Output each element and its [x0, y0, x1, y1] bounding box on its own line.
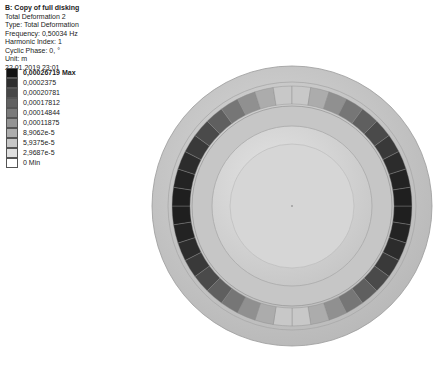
result-info: Harmonic Index: 1 [5, 38, 62, 47]
legend-swatch [6, 148, 18, 158]
blade-segment [173, 222, 195, 243]
legend-entry: 0,00014844 [6, 108, 126, 118]
legend-entry: 0,00020781 [6, 88, 126, 98]
blade-segment [172, 206, 191, 225]
result-info: Type: Total Deformation [5, 21, 79, 30]
legend-value: 0,00020781 [23, 89, 60, 97]
legend-swatch [6, 88, 18, 98]
hub-face [212, 126, 372, 286]
legend-entry: 8,9062e-5 [6, 128, 126, 138]
legend-value: 0,0002375 [23, 79, 56, 87]
legend-entry: 5,9375e-5 [6, 138, 126, 148]
legend-entry: 0,00017812 [6, 98, 126, 108]
legend-swatch [6, 138, 18, 148]
legend-value: 0,00014844 [23, 109, 60, 117]
outer-disk [152, 66, 432, 346]
result-info: Frequency: 0,50034 Hz [5, 30, 78, 39]
blade-segment [255, 87, 276, 109]
legend-value: 0,00011875 [23, 119, 59, 127]
legend-swatch [6, 68, 18, 78]
legend-swatch [6, 108, 18, 118]
legend-swatch [6, 78, 18, 88]
blade-segment [393, 187, 412, 206]
hub-ring [192, 106, 392, 306]
result-info: Cyclic Phase: 0, ° [5, 47, 60, 56]
blade-segment [389, 169, 411, 190]
legend-entry: 2,9687e-5 [6, 148, 126, 158]
center-point [291, 205, 293, 207]
legend-value: 0,00017812 [23, 99, 60, 107]
blade-segment [292, 86, 311, 105]
legend-entry: 0 Min [6, 158, 126, 168]
blade-segment [172, 187, 191, 206]
blade-segment [273, 307, 292, 326]
legend-value: 8,9062e-5 [23, 129, 55, 137]
hub-center [230, 144, 354, 268]
legend-value: 0 Min [23, 159, 40, 167]
result-info: Unit: m [5, 55, 27, 64]
legend-swatch [6, 118, 18, 128]
blade-segments [172, 86, 412, 326]
legend-entry: 0,00011875 [6, 118, 126, 128]
result-info: Total Deformation 2 [5, 13, 66, 22]
plot-title: B: Copy of full disking [5, 4, 79, 13]
legend-value: 2,9687e-5 [23, 149, 55, 157]
legend-swatch [6, 98, 18, 108]
legend-swatch [6, 128, 18, 138]
legend-value: 0,00026719 Max [23, 69, 76, 77]
blade-segment [308, 303, 329, 325]
legend-entry: 0,0002375 [6, 78, 126, 88]
blade-segment [292, 307, 311, 326]
outer-rim-ring [168, 82, 416, 330]
blade-segment [273, 86, 292, 105]
legend-entry: 0,00026719 Max [6, 68, 126, 78]
blade-segment [393, 206, 412, 225]
legend-swatch [6, 158, 18, 168]
legend-value: 5,9375e-5 [23, 139, 55, 147]
